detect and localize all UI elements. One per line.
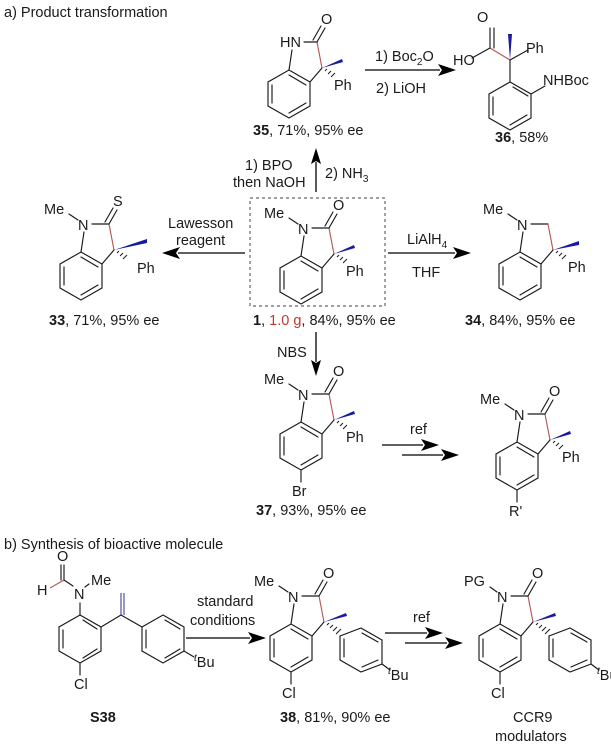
reagent-bpo: 1) BPO [245,158,293,174]
reagent-nbs: NBS [277,345,307,361]
atom-Me: Me [264,372,284,388]
compound-33-label: 33, 71%, 95% ee [49,313,159,329]
arrow-head [162,247,180,259]
atom-HO: HO [453,53,475,69]
atom-N: N [298,388,308,404]
compound-36-label: 36, 58% [495,130,548,146]
atom-O: O [333,198,344,214]
atom-NHBoc: NHBoc [543,73,589,89]
compound-36-structure: O HO Ph NHBoc [453,10,589,131]
atom-Ph: Ph [526,41,544,57]
reagent-lawesson-2: reagent [176,233,225,249]
compound-34-label: 34, 84%, 95% ee [465,313,575,329]
reagent-lioh: 2) LiOH [376,81,426,97]
atom-Cl: Cl [491,686,505,702]
reagent-lawesson: Lawesson [168,216,233,232]
atom-O: O [532,566,543,582]
atom-N: N [497,590,507,606]
compound-1-highlight-box [249,197,386,307]
compound-38-label: 38, 81%, 90% ee [280,710,390,726]
arrow-head [421,439,439,451]
atom-PG: PG [464,574,485,590]
section-a-title: a) Product transformation [4,5,168,21]
atom-O: O [549,384,560,400]
atom-H: H [37,583,47,599]
atom-Ph: Ph [568,260,586,276]
arrow-head [311,360,321,376]
atom-Br: Br [292,484,307,500]
compound-1-structure: N Me O Ph [264,198,364,305]
atom-R-prime: R' [509,504,522,520]
atom-Me: Me [264,206,284,222]
atom-Me: Me [91,573,111,589]
reagent-thf: THF [412,265,440,281]
atom-Cl: Cl [74,677,88,693]
atom-Ph: Ph [334,78,352,94]
compound-35-label: 35, 71%, 95% ee [253,123,363,139]
atom-Ph: Ph [562,450,580,466]
atom-N: N [74,587,84,603]
atom-N: N [78,218,88,234]
arrow-head [438,64,456,76]
atom-O: O [321,12,332,28]
atom-O: O [333,364,344,380]
atom-Me: Me [480,392,500,408]
reagent-lialh4: LiAlH4 [407,232,448,251]
arrow-head [248,632,266,644]
compound-r-derivative-structure: N Me O Ph R' [480,384,580,520]
atom-S: S [113,194,123,210]
atom-O: O [323,566,334,582]
scale-mass: 1.0 g [269,313,301,329]
atom-O: O [57,549,68,565]
arrow-head [311,148,321,164]
atom-tBu: tBu [388,666,409,684]
arrow-head [425,627,443,639]
ccr9-label-line2: modulators [495,729,567,745]
atom-Me: Me [254,574,274,590]
atom-Cl: Cl [282,686,296,702]
section-b-title: b) Synthesis of bioactive molecule [4,537,223,553]
arrow-head [453,247,471,259]
atom-N: N [514,408,524,424]
reagent-ref: ref [410,422,428,438]
atom-Me: Me [44,202,64,218]
atom-Ph: Ph [346,264,364,280]
compound-1-label: 1, 1.0 g, 84%, 95% ee [253,313,396,329]
atom-Ph: Ph [137,261,155,277]
reagent-standard: standard [197,594,253,610]
atom-Ph: Ph [346,430,364,446]
atom-tBu: tBu [597,666,611,684]
ccr9-modulator-structure: N PG O Cl tBu [464,566,611,702]
compound-37-label: 37, 93%, 95% ee [256,503,366,519]
reagent-naoh: then NaOH [233,175,306,191]
compound-38-structure: N Me O Cl tBu [254,566,409,702]
atom-N: N [298,222,308,238]
atom-O: O [477,10,488,26]
atom-N: N [517,218,527,234]
atom-HN: HN [280,35,301,51]
compound-37-structure: N Me O Ph Br [264,364,364,500]
reagent-nh3: 2) NH3 [325,166,369,185]
reagent-ref-2: ref [413,610,431,626]
compound-34-structure: N Me Ph [483,202,586,301]
reagent-boc2o: 1) Boc2O [375,49,434,68]
compound-s38-label: S38 [90,710,116,726]
arrow-head [445,637,463,649]
ccr9-label-line1: CCR9 [513,710,552,726]
atom-tBu: tBu [194,653,215,671]
atom-Me: Me [483,202,503,218]
compound-35-structure: HN O Ph [267,12,352,119]
reagent-conditions: conditions [190,613,255,629]
compound-s38-structure: N Me O H Cl tBu [37,549,215,693]
compound-33-structure: N Me S Ph [44,194,155,301]
atom-N: N [288,590,298,606]
arrow-head [441,449,459,461]
